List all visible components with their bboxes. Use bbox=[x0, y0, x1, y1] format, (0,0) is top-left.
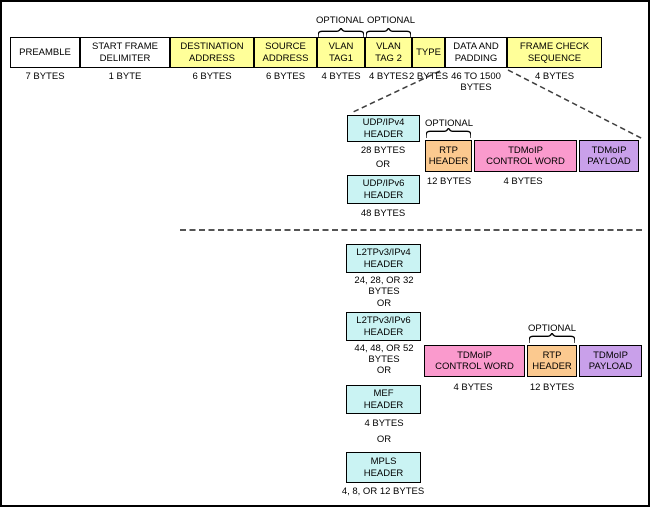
size-mef: 4 BYTES bbox=[364, 418, 404, 429]
or-label-3: OR bbox=[376, 434, 392, 445]
udp-ipv4-header-box: UDP/IPv4 HEADER bbox=[347, 115, 420, 142]
size-preamble: 7 BYTES bbox=[25, 71, 65, 82]
size-l2tpv3-ipv6: 44, 48, OR 52 BYTES bbox=[354, 343, 414, 365]
field-vlan-tag1: VLAN TAG1 bbox=[317, 37, 365, 68]
mpls-header-box: MPLS HEADER bbox=[346, 452, 421, 483]
size-udp-ipv4: 28 BYTES bbox=[360, 145, 406, 156]
tdmoip-payload-box-upper: TDMoIP PAYLOAD bbox=[579, 140, 639, 172]
size-control-word-lower: 4 BYTES bbox=[453, 382, 493, 393]
optional-label-rtp-upper: OPTIONAL bbox=[424, 118, 474, 129]
size-rtp-lower: 12 BYTES bbox=[529, 382, 575, 393]
size-vlan-tag2: 4 BYTES bbox=[368, 71, 409, 82]
l2tpv3-ipv4-header-box: L2TPv3/IPv4 HEADER bbox=[346, 244, 421, 273]
or-label-udp: OR bbox=[375, 159, 391, 170]
size-type: 2 BYTES bbox=[408, 71, 449, 82]
rtp-header-box-lower: RTP HEADER bbox=[527, 345, 577, 377]
size-dest-address: 6 BYTES bbox=[192, 71, 232, 82]
optional-brace-rtp-upper bbox=[426, 128, 471, 138]
size-vlan-tag1: 4 BYTES bbox=[321, 71, 361, 82]
size-sfd: 1 BYTE bbox=[108, 71, 142, 82]
optional-brace-vlan-tag1 bbox=[318, 28, 364, 38]
size-udp-ipv6: 48 BYTES bbox=[360, 208, 406, 219]
size-src-address: 6 BYTES bbox=[265, 71, 306, 82]
or-label-2: OR bbox=[376, 365, 392, 376]
size-data-padding: 46 TO 1500 BYTES bbox=[451, 71, 501, 93]
field-preamble: PREAMBLE bbox=[10, 37, 80, 68]
field-frame-check-sequence: FRAME CHECK SEQUENCE bbox=[507, 37, 602, 68]
size-rtp-upper: 12 BYTES bbox=[426, 176, 472, 187]
field-type: TYPE bbox=[412, 37, 445, 68]
size-control-word-upper: 4 BYTES bbox=[503, 176, 543, 187]
field-vlan-tag2: VLAN TAG 2 bbox=[365, 37, 412, 68]
optional-label-vlan-tag2: OPTIONAL bbox=[366, 15, 416, 26]
size-fcs: 4 BYTES bbox=[534, 71, 575, 82]
field-destination-address: DESTINATION ADDRESS bbox=[170, 37, 254, 68]
or-label-1: OR bbox=[376, 298, 392, 309]
field-start-frame-delimiter: START FRAME DELIMITER bbox=[80, 37, 170, 68]
optional-brace-vlan-tag2 bbox=[366, 28, 411, 38]
size-l2tpv3-ipv4: 24, 28, OR 32 BYTES bbox=[354, 275, 414, 297]
rtp-header-box-upper: RTP HEADER bbox=[425, 140, 472, 172]
tdmoip-control-word-box-upper: TDMoIP CONTROL WORD bbox=[474, 140, 577, 172]
optional-label-rtp-lower: OPTIONAL bbox=[527, 323, 577, 334]
field-data-and-padding: DATA AND PADDING bbox=[445, 37, 507, 68]
size-mpls: 4, 8, OR 12 BYTES bbox=[341, 486, 425, 497]
tdmoip-payload-box-lower: TDMoIP PAYLOAD bbox=[579, 345, 642, 377]
mef-header-box: MEF HEADER bbox=[346, 385, 421, 414]
optional-label-vlan-tag1: OPTIONAL bbox=[315, 15, 365, 26]
field-source-address: SOURCE ADDRESS bbox=[254, 37, 317, 68]
udp-ipv6-header-box: UDP/IPv6 HEADER bbox=[347, 175, 420, 204]
optional-brace-rtp-lower bbox=[529, 333, 575, 343]
l2tpv3-ipv6-header-box: L2TPv3/IPv6 HEADER bbox=[346, 312, 421, 341]
tdmoip-control-word-box-lower: TDMoIP CONTROL WORD bbox=[424, 345, 525, 377]
